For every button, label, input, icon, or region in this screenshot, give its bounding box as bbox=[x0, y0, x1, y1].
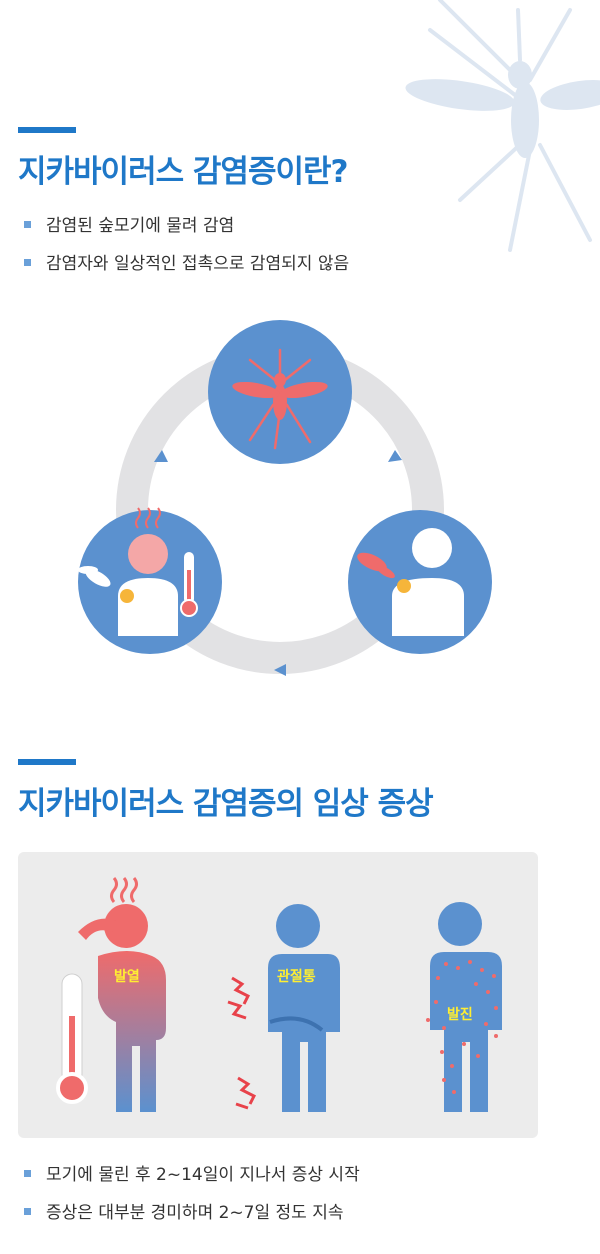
bullet-square-icon bbox=[24, 221, 31, 228]
thermometer-icon bbox=[56, 973, 88, 1104]
joint-pain-figure-icon bbox=[227, 904, 340, 1112]
symptom-panel: 발열 관절통 발진 bbox=[18, 852, 538, 1138]
mosquito-icon bbox=[357, 552, 395, 579]
list-item: 모기에 물린 후 2~14일이 지나서 증상 시작 bbox=[24, 1156, 360, 1194]
pain-zigzag-icon bbox=[227, 976, 257, 1110]
cycle-arrow-icon bbox=[274, 664, 286, 676]
thermometer-icon bbox=[180, 552, 198, 617]
heat-waves-icon bbox=[135, 507, 161, 529]
section1-accent-bar bbox=[18, 127, 76, 133]
rash-dots bbox=[426, 960, 498, 1094]
cycle-arrow-icon bbox=[388, 450, 402, 462]
fever-patient-node bbox=[78, 507, 222, 654]
fever-figure-icon bbox=[56, 877, 166, 1112]
background-mosquito-icon bbox=[405, 0, 600, 252]
symptom-label-joint-pain: 관절통 bbox=[277, 969, 316, 985]
bullet-square-icon bbox=[24, 1208, 31, 1215]
symptom-label-fever: 발열 bbox=[114, 969, 140, 985]
bitten-person-node bbox=[348, 510, 492, 654]
cycle-arrow-icon bbox=[154, 450, 168, 462]
section1-bullet-list: 감염된 숲모기에 물려 감염 감염자와 일상적인 접촉으로 감염되지 않음 bbox=[24, 207, 349, 283]
bullet-square-icon bbox=[24, 259, 31, 266]
section2-bullet-list: 모기에 물린 후 2~14일이 지나서 증상 시작 증상은 대부분 경미하며 2… bbox=[24, 1156, 360, 1232]
list-item: 감염자와 일상적인 접촉으로 감염되지 않음 bbox=[24, 245, 349, 283]
section1-title: 지카바이러스 감염증이란? bbox=[18, 154, 348, 190]
symptom-figures bbox=[56, 877, 502, 1112]
transmission-cycle-diagram bbox=[78, 320, 492, 676]
section2-accent-bar bbox=[18, 759, 76, 765]
mosquito-node bbox=[208, 320, 352, 464]
rash-figure-icon bbox=[426, 902, 502, 1112]
bullet-square-icon bbox=[24, 1170, 31, 1177]
section2-title: 지카바이러스 감염증의 임상 증상 bbox=[18, 786, 434, 822]
list-item: 감염된 숲모기에 물려 감염 bbox=[24, 207, 349, 245]
symptom-label-rash: 발진 bbox=[447, 1007, 473, 1023]
mosquito-icon bbox=[78, 566, 111, 587]
list-item: 증상은 대부분 경미하며 2~7일 정도 지속 bbox=[24, 1194, 360, 1232]
